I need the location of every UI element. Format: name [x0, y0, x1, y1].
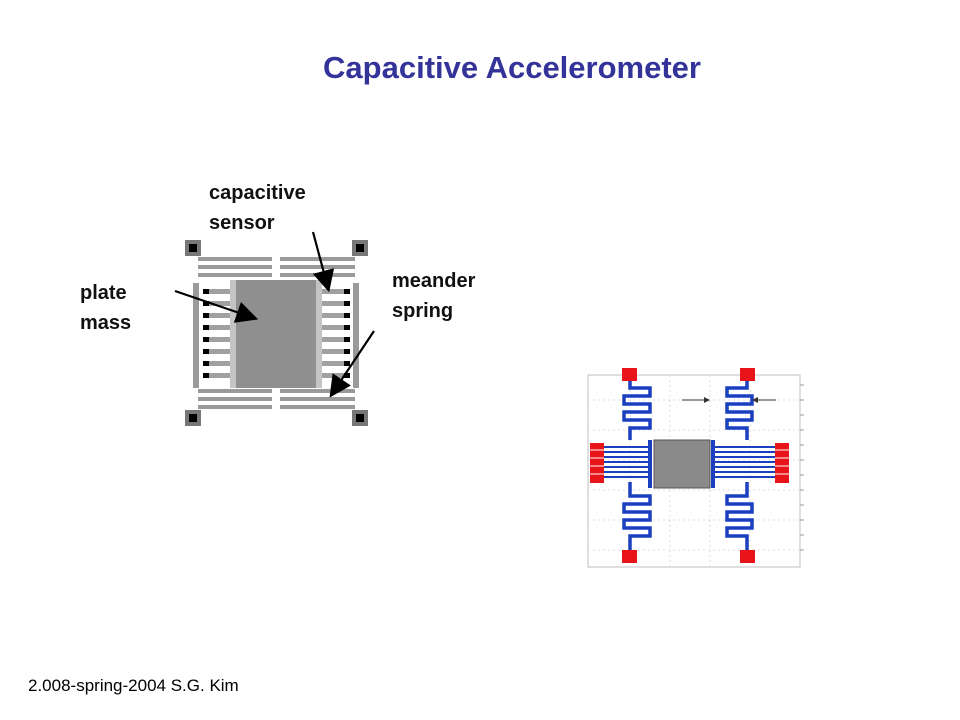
capacitive-sensor-arrow	[311, 231, 335, 293]
comb-anchor-pad	[590, 443, 604, 483]
comb-anchor-pad	[775, 443, 789, 483]
simulation-proof-mass	[653, 439, 711, 489]
meander-spring-simulation-figure	[587, 368, 804, 568]
plate-mass-arrow	[174, 289, 259, 323]
right-spring-wire	[725, 380, 754, 556]
meander-spring-arrow	[329, 330, 375, 398]
anchor-pad	[622, 368, 637, 381]
left-spring-wire	[622, 380, 652, 556]
anchor-pad	[740, 550, 755, 563]
anchor-pad	[740, 368, 755, 381]
meander-spring-label: meander spring	[392, 270, 476, 322]
left-comb-electrodes	[203, 289, 233, 378]
capacitive-sensor-label: capacitive sensor	[209, 182, 306, 234]
left-frame-rail	[193, 283, 199, 388]
corner-anchors	[185, 240, 368, 426]
slide-footer: 2.008-spring-2004 S.G. Kim	[28, 676, 239, 695]
anchor-pad	[622, 550, 637, 563]
bottom-meander-spring	[198, 389, 355, 409]
slide-title: Capacitive Accelerometer	[323, 50, 701, 85]
right-frame-rail	[353, 283, 359, 388]
right-comb-electrodes	[320, 289, 350, 378]
top-meander-spring	[198, 257, 355, 277]
plate-mass-label: plate mass	[80, 282, 132, 334]
plate-mass-shape	[236, 280, 316, 388]
